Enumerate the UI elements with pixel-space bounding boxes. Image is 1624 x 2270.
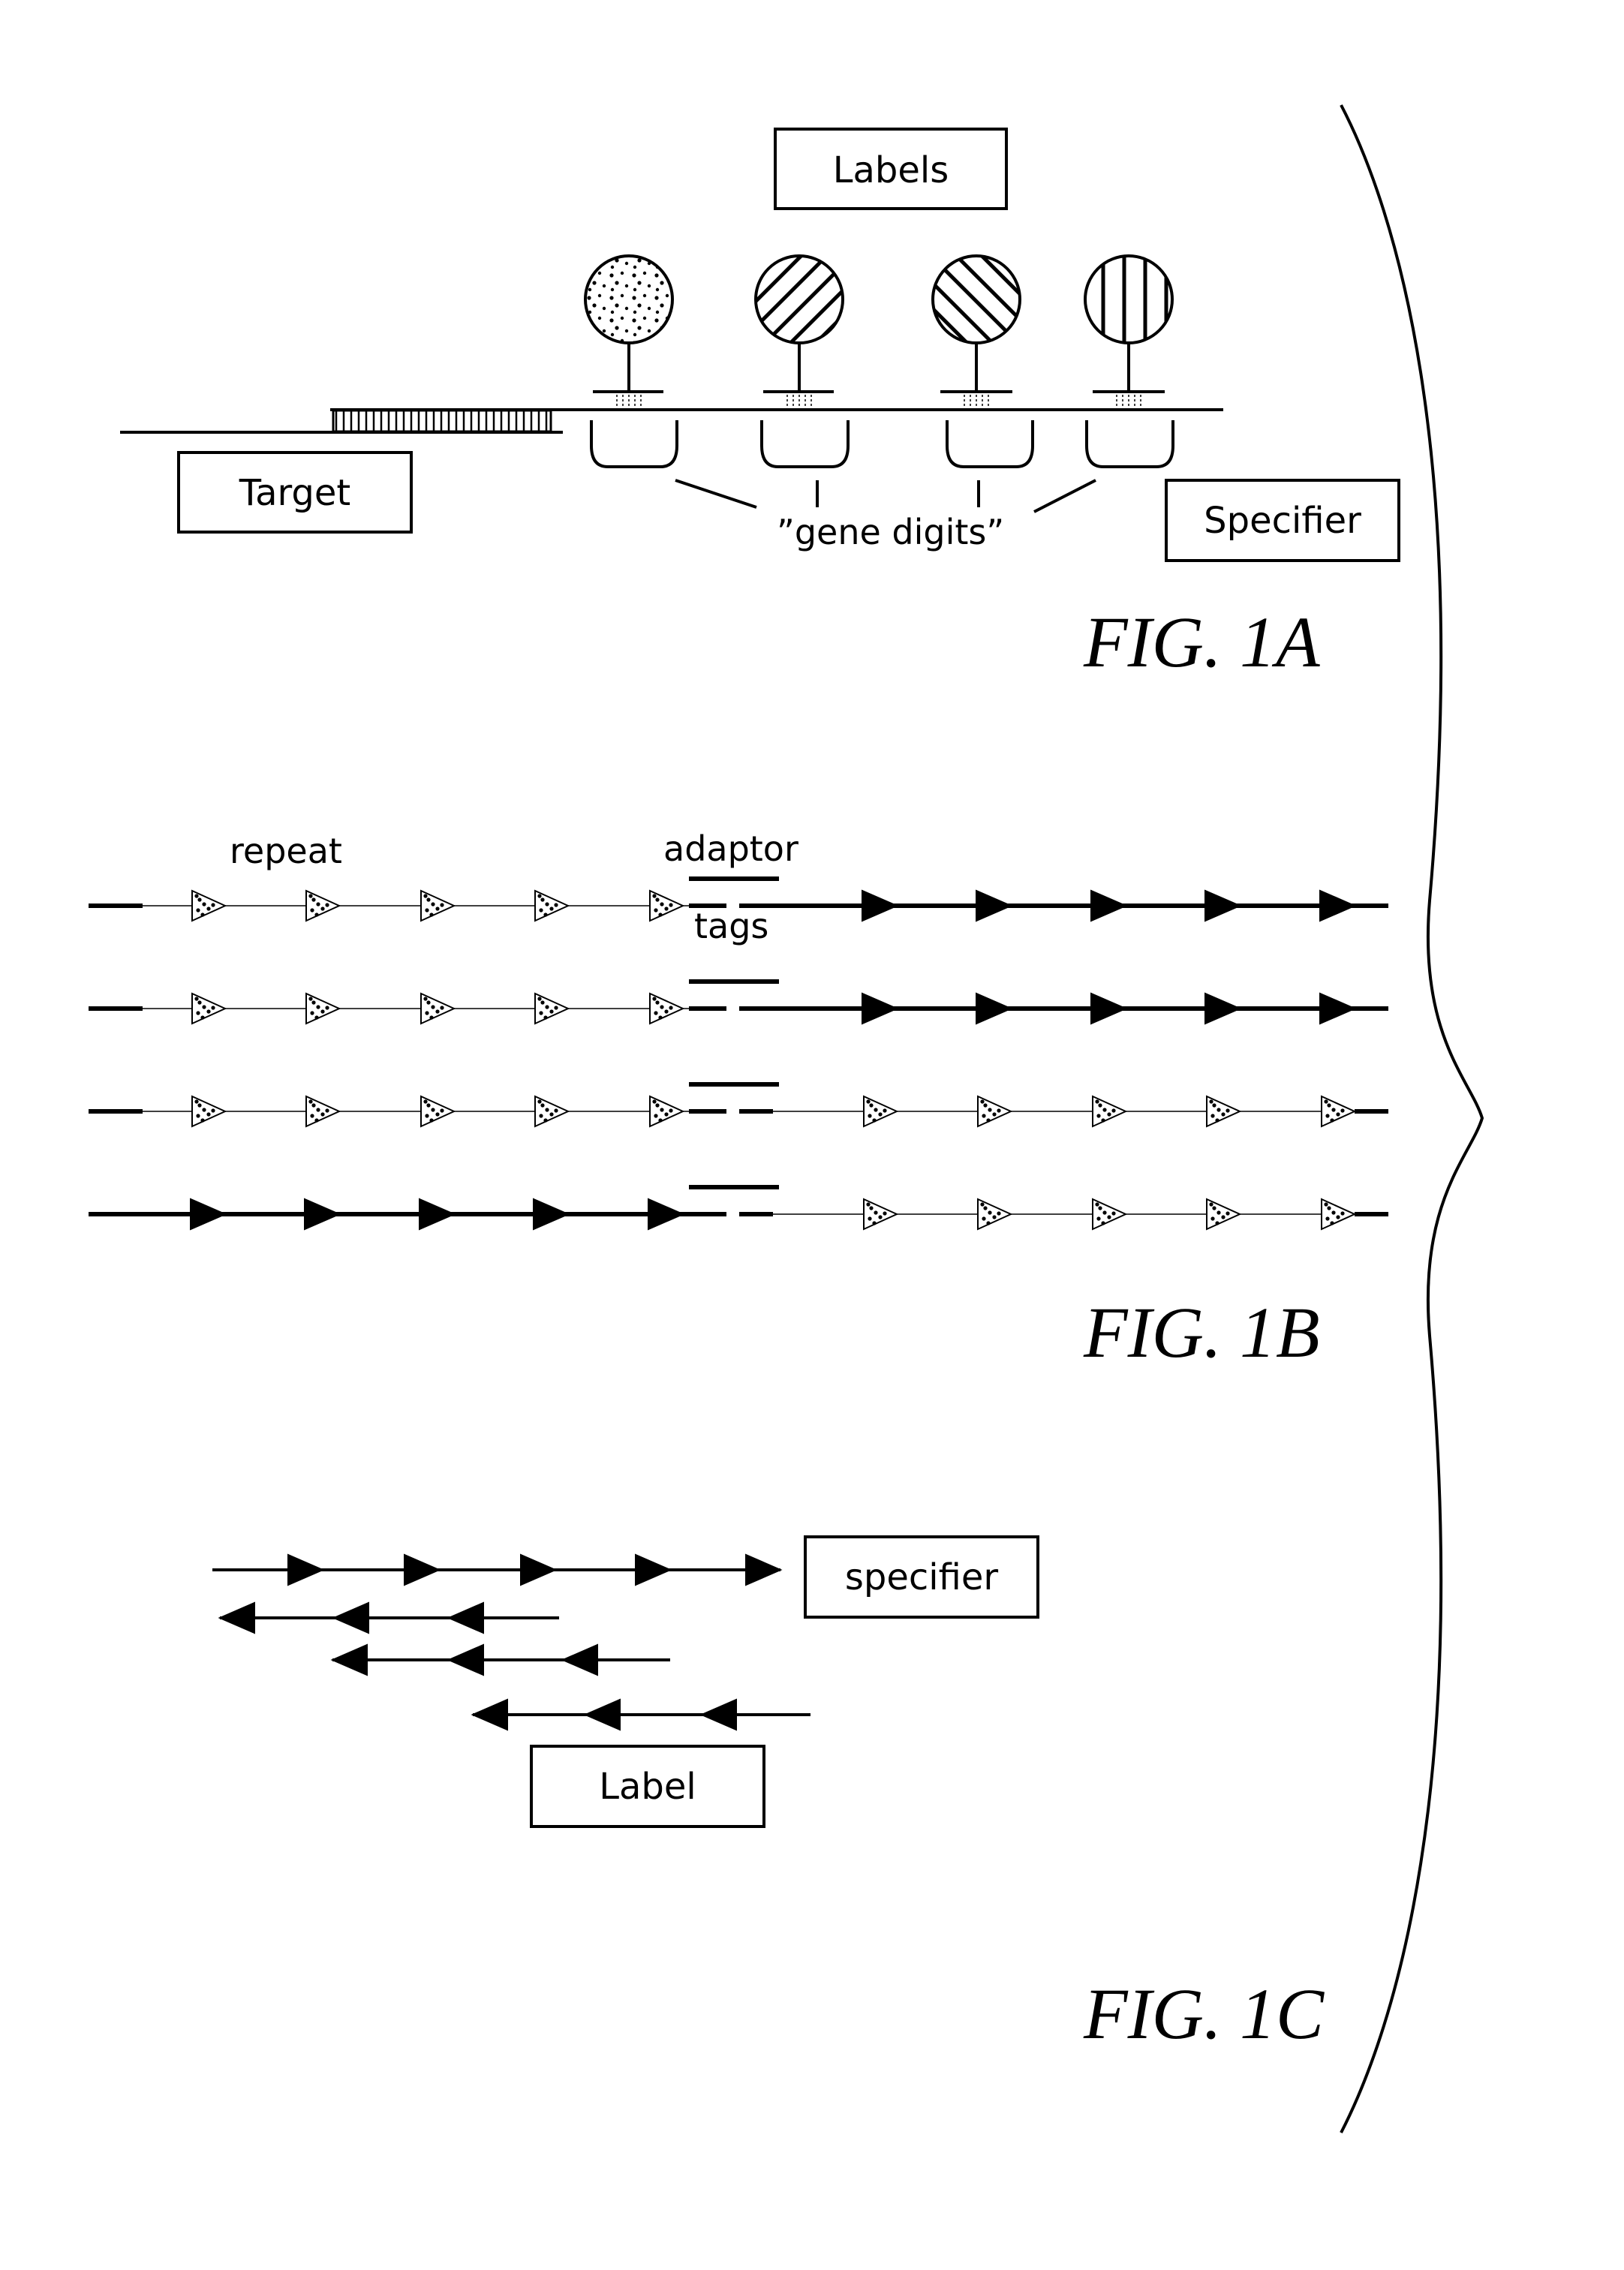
solid-arrowhead (746, 1555, 780, 1585)
solid-arrowhead (585, 1700, 620, 1730)
solid-arrowhead (636, 1555, 670, 1585)
dotted-arrowhead (535, 891, 568, 921)
label-probe-vertical (1085, 256, 1172, 392)
solid-arrowhead (449, 1645, 483, 1675)
dotted-arrowhead (1207, 1199, 1240, 1229)
specifier-box-1c-text: specifier (845, 1556, 999, 1598)
specifier-box: Specifier (1166, 480, 1399, 561)
labels-box: Labels (775, 129, 1006, 209)
dotted-arrowhead (650, 1096, 683, 1126)
solid-arrowhead (1205, 994, 1240, 1024)
solid-arrowhead (220, 1603, 254, 1633)
solid-arrowhead (473, 1700, 507, 1730)
figure-1c-caption: FIG. 1C (1083, 1974, 1325, 2054)
solid-arrowhead (334, 1603, 368, 1633)
dotted-arrowhead (1093, 1096, 1126, 1126)
dotted-arrowhead (1093, 1199, 1126, 1229)
dotted-arrowhead (650, 994, 683, 1024)
figure-1c: specifier Label FIG. 1C (212, 1537, 1325, 2054)
figure-1a-caption: FIG. 1A (1083, 602, 1320, 682)
specifier-box-1c: specifier (805, 1537, 1038, 1617)
label-box-1c: Label (531, 1746, 764, 1827)
gene-digit-cup (947, 420, 1033, 467)
solid-arrowhead (288, 1555, 323, 1585)
dotted-arrowhead (864, 1199, 897, 1229)
solid-arrowhead (563, 1645, 597, 1675)
solid-arrowhead (191, 1199, 225, 1229)
gene-digit-cup (762, 420, 848, 467)
dotted-arrowhead (192, 1096, 225, 1126)
solid-arrowhead (702, 1700, 736, 1730)
gene-digit-cups (591, 420, 1173, 467)
figure-1b: repeat adaptor tags FIG. 1B (89, 828, 1388, 1373)
solid-arrowhead (534, 1199, 568, 1229)
overlapping-strands (212, 1555, 810, 1730)
tags-label: tags (694, 906, 768, 946)
dotted-arrowhead (978, 1199, 1011, 1229)
dotted-arrowhead (1207, 1096, 1240, 1126)
gene-digits-text: ”gene digits” (777, 512, 1004, 552)
solid-arrowhead (420, 1199, 454, 1229)
label-probe-diagonal-right (756, 256, 843, 392)
solid-arrowhead (1320, 994, 1355, 1024)
gene-digit-cup (1087, 420, 1173, 467)
solid-arrowhead (862, 994, 897, 1024)
label-strand (332, 1645, 670, 1675)
dotted-arrowhead (421, 994, 454, 1024)
solid-arrowhead (1320, 891, 1355, 921)
dotted-arrowhead (864, 1096, 897, 1126)
solid-arrowhead (521, 1555, 555, 1585)
repeat-construct-row (89, 1084, 1388, 1126)
target-box-text: Target (239, 472, 351, 514)
solid-arrowhead (449, 1603, 483, 1633)
label-hybrid-ticks (617, 395, 1141, 408)
label-probe-dotted (585, 256, 672, 392)
dotted-arrowhead (650, 891, 683, 921)
solid-arrowhead (1091, 994, 1126, 1024)
dotted-arrowhead (306, 891, 339, 921)
hybridization-comb (333, 410, 551, 431)
solid-arrowhead (1205, 891, 1240, 921)
dotted-arrowhead (978, 1096, 1011, 1126)
gene-digit-cup (591, 420, 677, 467)
repeat-label: repeat (230, 831, 342, 871)
repeat-construct-row (89, 1187, 1388, 1229)
solid-arrowhead (1091, 891, 1126, 921)
figure-1a: Labels (120, 129, 1399, 682)
dotted-arrowhead (421, 1096, 454, 1126)
solid-arrowhead (404, 1555, 439, 1585)
specifier-strand (212, 1555, 780, 1585)
adaptor-label: adaptor (663, 828, 798, 869)
dotted-arrowhead (1322, 1096, 1355, 1126)
dotted-arrowhead (535, 994, 568, 1024)
solid-arrowhead (305, 1199, 339, 1229)
dotted-arrowhead (1322, 1199, 1355, 1229)
specifier-box-text: Specifier (1204, 500, 1361, 542)
dotted-arrowhead (192, 994, 225, 1024)
solid-arrowhead (976, 994, 1011, 1024)
labels-box-text: Labels (833, 149, 949, 191)
solid-arrowhead (976, 891, 1011, 921)
target-box: Target (179, 452, 411, 532)
solid-arrowhead (332, 1645, 367, 1675)
figure-1b-caption: FIG. 1B (1083, 1292, 1320, 1373)
solid-arrowhead (648, 1199, 683, 1229)
dotted-arrowhead (192, 891, 225, 921)
dotted-arrowhead (535, 1096, 568, 1126)
repeat-construct-row (89, 982, 1388, 1024)
solid-arrowhead (862, 891, 897, 921)
label-box-1c-text: Label (599, 1766, 696, 1808)
figure-group-brace (1341, 105, 1482, 2133)
dotted-arrowhead (306, 1096, 339, 1126)
dotted-arrowhead (421, 891, 454, 921)
label-strand (220, 1603, 559, 1633)
gene-digits-leaders (675, 480, 1096, 512)
label-probe-diagonal-left (933, 256, 1020, 392)
label-strand (473, 1700, 810, 1730)
dotted-arrowhead (306, 994, 339, 1024)
